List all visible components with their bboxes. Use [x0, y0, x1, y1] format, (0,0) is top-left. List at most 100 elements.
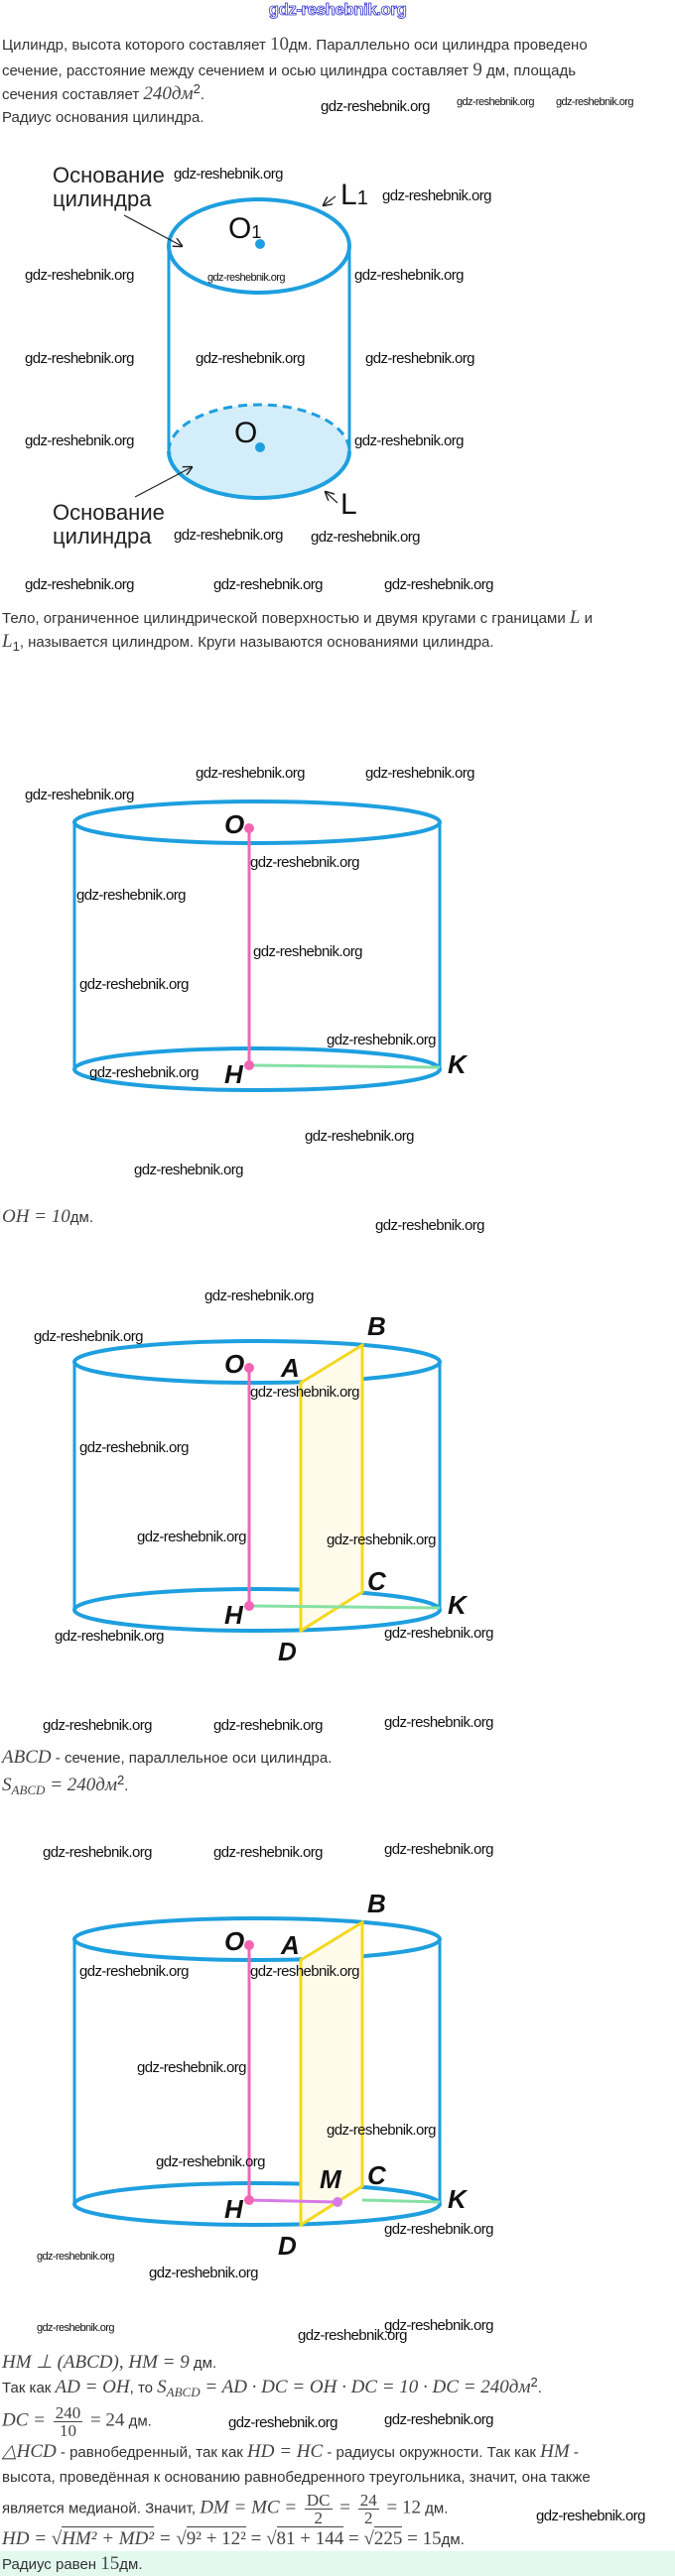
problem-line-1: Цилиндр, высота которого составляет 10дм…: [2, 34, 588, 55]
math-sup: 2: [117, 1773, 125, 1787]
watermark: gdz-reshebnik.org: [250, 1384, 359, 1401]
watermark: gdz-reshebnik.org: [311, 529, 420, 546]
watermark: gdz-reshebnik.org: [298, 2327, 407, 2344]
math: = 12: [381, 2497, 421, 2518]
solution-line-1: HM ⊥ (ABCD), HM = 9 дм.: [2, 2353, 217, 2373]
watermark: gdz-reshebnik.org: [156, 2153, 265, 2170]
text: сечение, расстояние между сечением и ось…: [2, 62, 473, 79]
watermark: gdz-reshebnik.org: [321, 98, 430, 115]
solution-line-5: высота, проведённая к основанию равнобед…: [2, 2469, 591, 2486]
watermark: gdz-reshebnik.org: [327, 2122, 436, 2139]
watermark: gdz-reshebnik.org: [384, 1714, 493, 1731]
watermark: gdz-reshebnik.org: [384, 2317, 493, 2334]
label-point-o: O: [224, 1926, 244, 1956]
math: = 15: [402, 2528, 442, 2549]
math: 240дм: [143, 83, 194, 104]
label-o1: O1: [228, 212, 261, 245]
label-point-a: A: [280, 1930, 300, 1960]
numerator: 240: [53, 2403, 83, 2422]
label-point-o: O: [224, 1349, 244, 1379]
answer-box: Радиус равен 15дм.: [0, 2551, 675, 2576]
watermark: gdz-reshebnik.org: [134, 1162, 243, 1178]
radicand: 81 + 144: [276, 2526, 344, 2549]
point-h: [244, 1601, 254, 1611]
text: является медианой. Значит,: [2, 2500, 201, 2517]
definition-line-2: L1, называется цилиндром. Круги называют…: [2, 631, 494, 653]
math: 9: [472, 60, 482, 80]
watermark: gdz-reshebnik.org: [253, 943, 362, 960]
text: дм.: [189, 2355, 217, 2372]
watermark: gdz-reshebnik.org: [375, 1217, 484, 1234]
watermark: gdz-reshebnik.org: [76, 887, 186, 904]
watermark: gdz-reshebnik.org: [384, 1841, 493, 1858]
math-sup: 2: [193, 81, 201, 96]
watermark: gdz-reshebnik.org: [174, 166, 283, 183]
text: .: [124, 1778, 129, 1794]
label-l1: L1: [340, 179, 368, 211]
math: DM = MC =: [200, 2497, 302, 2518]
label-point-d: D: [278, 2231, 297, 2261]
watermark: gdz-reshebnik.org: [89, 1064, 199, 1081]
math: = √: [245, 2528, 277, 2549]
text: Радиус равен: [2, 2556, 101, 2573]
radius-hk: [248, 1063, 441, 1069]
label-point-a: A: [280, 1353, 300, 1383]
math: ABCD: [2, 1747, 52, 1768]
center-o1: [255, 239, 265, 249]
label-point-k: K: [448, 2184, 469, 2214]
watermark: gdz-reshebnik.org: [196, 350, 305, 367]
point-h: [244, 2195, 254, 2205]
denominator: 2: [314, 2509, 323, 2527]
watermark: gdz-reshebnik.org: [174, 527, 283, 544]
math: = 240дм: [45, 1775, 118, 1795]
math: 10: [270, 34, 290, 55]
watermark: gdz-reshebnik.org: [25, 267, 134, 284]
math: HD = HC: [247, 2441, 324, 2462]
point-o: [244, 823, 254, 833]
watermark: gdz-reshebnik.org: [384, 576, 493, 593]
text: Так как: [2, 2380, 56, 2396]
denominator: 10: [59, 2421, 76, 2440]
watermark: gdz-reshebnik.org: [149, 2265, 258, 2281]
label-point-b: B: [367, 1311, 386, 1341]
math: L: [2, 631, 13, 652]
text: дм.: [69, 1209, 93, 1226]
watermark: gdz-reshebnik.org: [327, 1032, 436, 1048]
text: - сечение, параллельное оси цилиндра.: [51, 1750, 333, 1767]
problem-line-3: сечения составляет 240дм2.: [2, 82, 204, 104]
text: дм, площадь: [481, 62, 577, 79]
watermark: gdz-reshebnik.org: [207, 272, 285, 284]
definition-line-1: Тело, ограниченное цилиндрической поверх…: [2, 607, 593, 628]
watermark: gdz-reshebnik.org: [79, 1963, 189, 1980]
watermark: gdz-reshebnik.org: [196, 765, 305, 782]
problem-line-2: сечение, расстояние между сечением и ось…: [2, 61, 576, 80]
problem-line-4: Радиус основания цилиндра.: [2, 109, 204, 126]
watermark: gdz-reshebnik.org: [556, 96, 633, 108]
answer-text: Радиус равен 15дм.: [2, 2554, 143, 2574]
text: дм.: [124, 2412, 152, 2430]
watermark: gdz-reshebnik.org: [228, 2414, 338, 2431]
watermark: gdz-reshebnik.org: [137, 1529, 246, 1545]
section-abcd: [299, 1342, 364, 1634]
step-oh: OH = 10дм.: [2, 1207, 93, 1227]
watermark: gdz-reshebnik.org: [536, 2508, 645, 2524]
arrow-top-base: [123, 214, 182, 246]
watermark: gdz-reshebnik.org: [250, 854, 359, 871]
math: L: [569, 607, 581, 628]
solution-line-2: Так как AD = OH, то SABCD = AD · DC = OH…: [2, 2376, 542, 2398]
watermark: gdz-reshebnik.org: [34, 1328, 143, 1345]
watermark: gdz-reshebnik.org: [25, 350, 134, 367]
watermark: gdz-reshebnik.org: [37, 2251, 114, 2263]
watermark: gdz-reshebnik.org: [213, 576, 323, 593]
watermark: gdz-reshebnik.org: [384, 2221, 493, 2238]
watermark: gdz-reshebnik.org: [354, 267, 464, 284]
radicand: HM² + MD²: [62, 2526, 155, 2549]
figure-cylinder-basic: O1 O L1 L Основание цилиндра Основание ц…: [53, 163, 368, 549]
text: - радиусы окружности. Так как: [323, 2444, 541, 2461]
label-point-b: B: [367, 1889, 386, 1918]
